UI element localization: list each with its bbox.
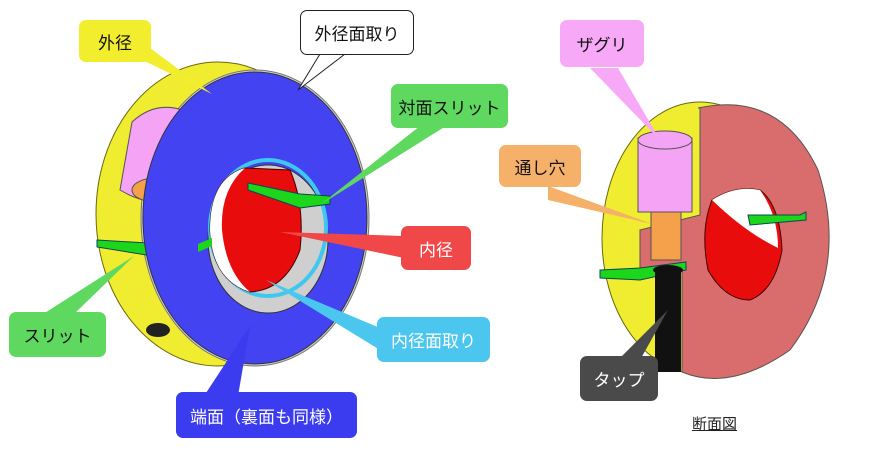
label-outer-chamfer: 外径面取り [300,10,414,55]
pointer-inner-chamfer [266,280,380,350]
pointer-outer-chamfer [297,53,347,91]
pointer-inner-diameter [280,232,404,258]
section-through-hole [650,211,682,261]
label-inner-chamfer: 内径面取り [377,317,490,362]
label-counterbore: ザグリ [560,20,644,67]
section-caption: 断面図 [692,415,738,433]
slit-opposite-green [247,182,331,209]
label-inner-diameter: 内径 [401,226,471,270]
pointer-through-hole [548,186,652,224]
label-through-hole: 通し穴 [499,145,581,187]
label-tap: タップ [580,356,658,401]
pointer-tap [618,310,668,360]
pointer-opposite-slit [320,126,446,205]
label-slit: スリット [9,312,106,357]
pointer-slit [40,256,134,316]
collar-section-view [599,101,830,379]
slit-front-green [198,238,212,252]
pointer-counterbore [590,68,660,140]
label-outer-diameter: 外径 [79,20,151,62]
section-inner-bore-white [712,188,778,248]
callout-pointers [40,48,668,396]
collar-3d-view [95,61,370,367]
section-tap-top [653,265,683,275]
label-end-face: 端面（裏面も同様） [176,392,357,438]
section-counterbore-top [637,130,693,150]
section-slit-top [747,211,807,226]
pointer-end-face [204,326,250,396]
inner-bore-shadow [210,168,250,292]
tap-hole-bottom [146,323,170,337]
label-opposite-slit: 対面スリット [391,84,508,128]
section-counterbore [637,137,693,213]
